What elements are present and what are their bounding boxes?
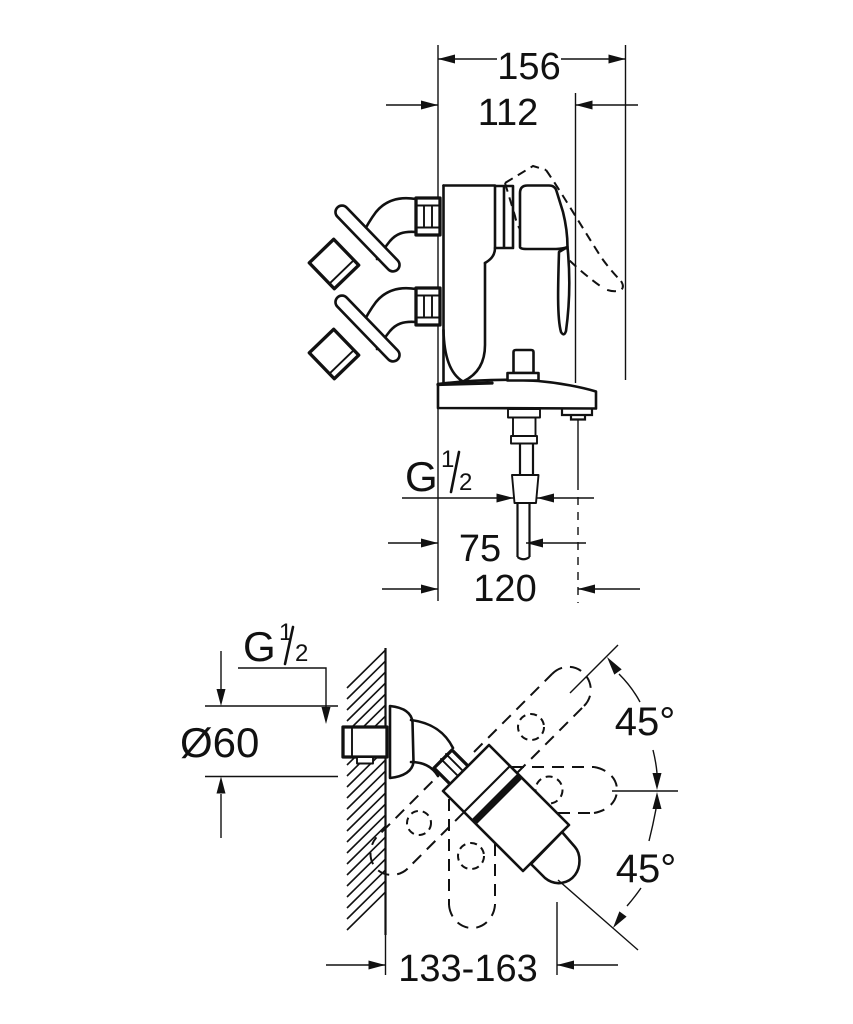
- hose-outlet-ring: [507, 408, 541, 419]
- angle-upper-label: 45°: [615, 700, 676, 744]
- dim-120-label: 120: [473, 568, 536, 610]
- wall-section: [346, 648, 387, 935]
- spout: [436, 348, 598, 445]
- handshower-solid: [441, 743, 581, 885]
- thread-stub: [341, 725, 389, 759]
- dim-diameter-60: Ø60: [180, 651, 338, 838]
- angle-lower-label: 45°: [616, 847, 677, 891]
- handshower-ghost-positions: [369, 665, 619, 930]
- ghost-up-45: [473, 665, 592, 774]
- dim-120: 120: [382, 568, 640, 610]
- thread-label-g: G: [243, 623, 276, 670]
- mixer-body: [442, 184, 571, 385]
- check-valve-outlet: [560, 408, 594, 421]
- dim-112-label: 112: [478, 92, 539, 134]
- diverter-knob: [512, 348, 535, 375]
- upper-view-bath-mixer: 156 112 G 1 2 75: [307, 45, 640, 610]
- ghost-down-left: [369, 780, 465, 876]
- thread-label-num: 1: [279, 619, 292, 646]
- dim-g12-upper: G 1 2: [402, 446, 594, 503]
- dim-75: 75: [388, 528, 586, 570]
- dim-75-label: 75: [459, 528, 501, 570]
- hose-nut: [511, 474, 540, 504]
- thread-label-g: G: [405, 453, 438, 500]
- fraction-slash: [449, 450, 461, 494]
- shower-hose: [511, 443, 540, 561]
- thread-label-num: 1: [441, 446, 454, 473]
- dim-133-163: 133-163: [326, 902, 618, 990]
- s-union: [307, 196, 442, 291]
- dim-156: 156: [438, 46, 626, 88]
- dim-g12-lower: G 1 2: [238, 619, 331, 724]
- lower-view-shower-holder: G 1 2 Ø60 45° 45°: [180, 619, 678, 990]
- handle-cap: [518, 184, 569, 251]
- ghost-down-vertical: [448, 799, 496, 930]
- dim-112: 112: [386, 92, 638, 134]
- handshower-handle-end: [529, 830, 581, 885]
- dim-156-label: 156: [497, 46, 560, 88]
- fraction-slash: [283, 625, 295, 666]
- handshower-head: [441, 743, 571, 873]
- thread-label-den: 2: [295, 640, 308, 667]
- wall-flange: [388, 704, 415, 780]
- dim-range-label: 133-163: [398, 948, 537, 990]
- dim-diameter-label: Ø60: [180, 719, 259, 766]
- thread-label-den: 2: [459, 469, 472, 496]
- dim-angles: 45° 45°: [557, 644, 678, 951]
- handle-lever: [556, 245, 571, 336]
